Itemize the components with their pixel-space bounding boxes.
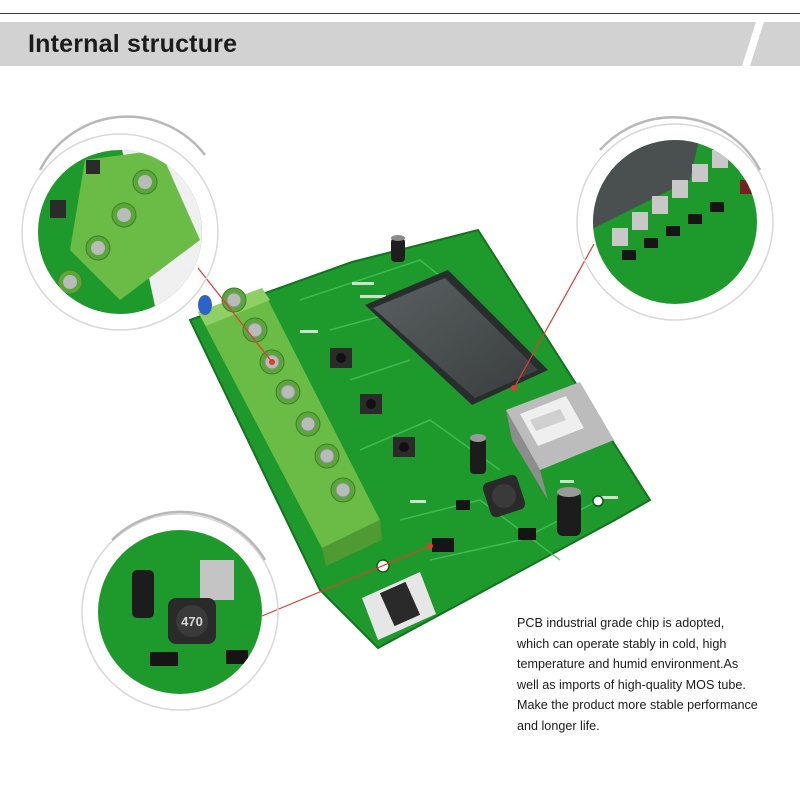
description-line: well as imports of high-quality MOS tube… <box>517 677 746 692</box>
capacitors <box>391 235 581 536</box>
description-line: Make the product more stable performance <box>517 698 758 712</box>
top-rule <box>0 13 800 14</box>
inductor-label: 470 <box>181 614 203 629</box>
description-line: which can operate stably in cold, high <box>517 636 727 651</box>
inductor <box>482 474 526 518</box>
zoom-terminal <box>21 115 219 331</box>
description-line: PCB industrial grade chip is adopted, <box>517 616 725 630</box>
blue-indicator <box>198 295 212 315</box>
description-line: and longer life. <box>517 718 600 733</box>
terminal-block <box>198 287 382 566</box>
zoom-inductor: 470 <box>81 510 279 711</box>
zoom-mosfets <box>576 116 774 321</box>
title-banner <box>0 22 800 66</box>
ic-chips <box>432 500 536 552</box>
push-buttons <box>330 348 415 457</box>
description-text: PCB industrial grade chip is adopted, wh… <box>517 613 792 736</box>
page-title: Internal structure <box>28 30 238 58</box>
lcd-display <box>365 270 548 405</box>
usb-connector <box>506 382 614 500</box>
white-connector <box>362 572 436 640</box>
description-line: temperature and humid environment.As <box>517 657 739 671</box>
callout-lines <box>197 243 595 617</box>
